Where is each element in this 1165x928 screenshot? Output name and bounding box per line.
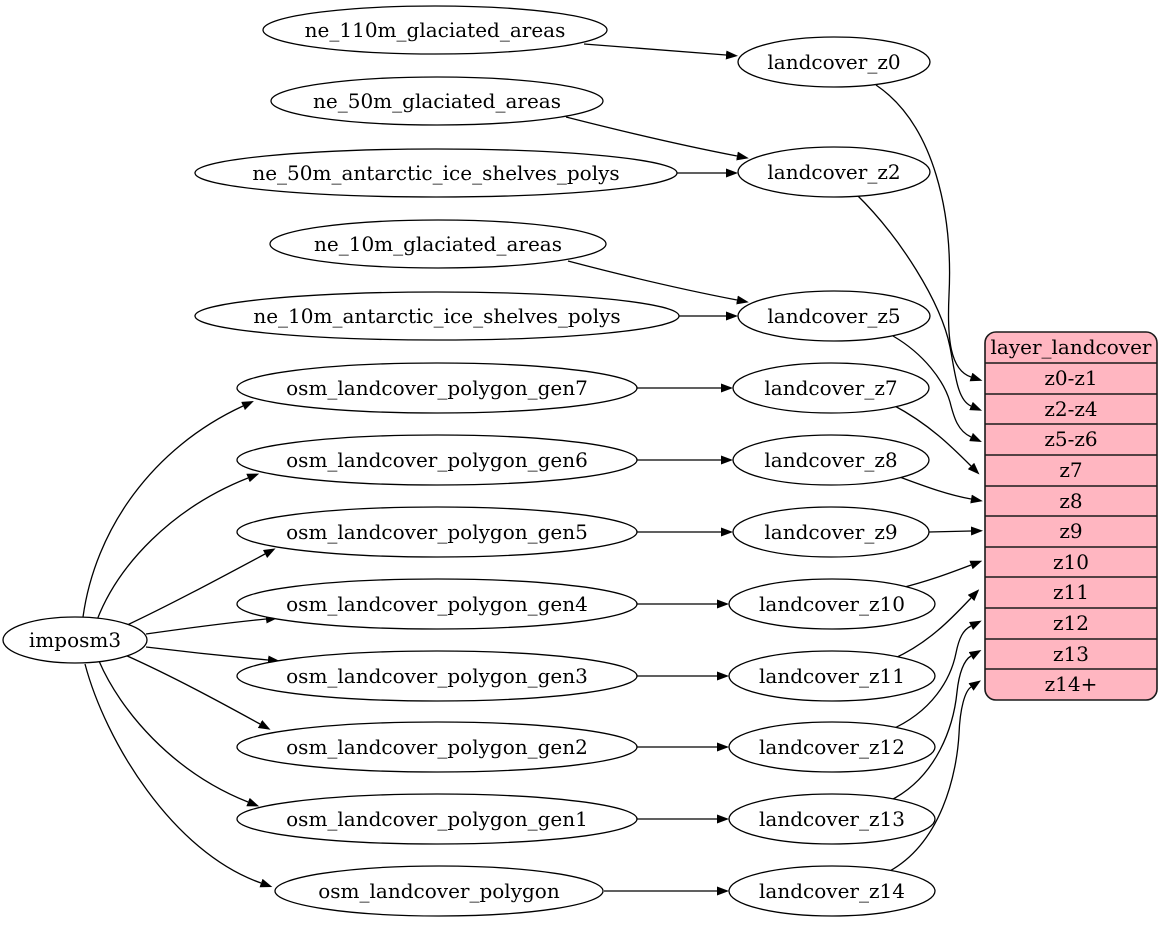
- edge-imposm3-to-gen3: [145, 646, 280, 665]
- table-row-z2-z4: z2-z4: [1044, 397, 1097, 421]
- edge-landcover-z9-to-row-z9: [928, 526, 983, 536]
- node-ne-10m-glaciated-areas-label: ne_10m_glaciated_areas: [314, 232, 562, 256]
- node-osm-landcover-polygon-gen3-label: osm_landcover_polygon_gen3: [286, 664, 588, 688]
- node-osm-landcover-polygon-gen2-label: osm_landcover_polygon_gen2: [286, 735, 588, 759]
- table-row-z13: z13: [1053, 642, 1089, 666]
- edge-landcover-z0-to-row-z0-z1: [875, 84, 983, 382]
- node-imposm3: imposm3: [2, 616, 148, 664]
- node-osm-landcover-polygon-gen1: osm_landcover_polygon_gen1: [236, 793, 638, 845]
- node-osm-landcover-polygon-gen3: osm_landcover_polygon_gen3: [236, 650, 638, 702]
- node-osm-landcover-polygon-label: osm_landcover_polygon: [318, 879, 560, 903]
- node-osm-landcover-polygon: osm_landcover_polygon: [274, 865, 604, 917]
- edge-landcover-z12-to-row-z12: [887, 620, 982, 732]
- table-row-z11: z11: [1053, 580, 1089, 604]
- edge-imposm3-to-gen4: [145, 614, 278, 635]
- node-landcover-z9-label: landcover_z9: [764, 520, 897, 544]
- node-landcover-z12-label: landcover_z12: [759, 735, 905, 759]
- node-landcover-z7: landcover_z7: [732, 362, 930, 414]
- node-ne-10m-antarctic-ice-shelves-polys-label: ne_10m_antarctic_ice_shelves_polys: [253, 304, 620, 328]
- edge-landcover-z14-to-row-z14: [881, 680, 981, 876]
- edge-imposm3-to-gen1: [98, 660, 260, 807]
- node-ne-10m-antarctic-ice-shelves-polys: ne_10m_antarctic_ice_shelves_polys: [194, 291, 680, 341]
- node-landcover-z0: landcover_z0: [737, 36, 931, 88]
- node-ne-50m-glaciated-areas-label: ne_50m_glaciated_areas: [313, 89, 561, 113]
- edge-landcover-z8-to-row-z8: [896, 475, 983, 504]
- node-landcover-z11: landcover_z11: [728, 650, 936, 702]
- edge-imposm3-to-gen7: [82, 400, 254, 618]
- edge-ne-110m-glaciated-to-landcover-z0: [583, 43, 738, 60]
- node-ne-50m-antarctic-ice-shelves-polys: ne_50m_antarctic_ice_shelves_polys: [194, 148, 678, 198]
- node-landcover-z5-label: landcover_z5: [767, 304, 900, 328]
- edge-imposm3-to-gen6: [96, 473, 260, 621]
- node-landcover-z14: landcover_z14: [728, 865, 936, 917]
- node-landcover-z8-label: landcover_z8: [764, 448, 897, 472]
- edge-layer: [82, 43, 983, 896]
- edge-landcover-z2-to-row-z2-z4: [855, 193, 983, 411]
- edge-landcover-z10-to-row-z10: [896, 560, 983, 590]
- node-osm-landcover-polygon-gen7-label: osm_landcover_polygon_gen7: [286, 376, 588, 400]
- node-landcover-z8: landcover_z8: [732, 434, 930, 486]
- edge-imposm3-to-polygon: [84, 663, 273, 888]
- table-row-z10: z10: [1053, 550, 1089, 574]
- table-row-z5-z6: z5-z6: [1044, 427, 1097, 451]
- node-ne-110m-glaciated-areas-label: ne_110m_glaciated_areas: [305, 18, 566, 42]
- table-layer-landcover: layer_landcover z0-z1 z2-z4 z5-z6 z7 z8 …: [984, 331, 1158, 701]
- node-osm-landcover-polygon-gen4-label: osm_landcover_polygon_gen4: [286, 592, 588, 616]
- table-row-z14: z14+: [1045, 672, 1098, 696]
- node-landcover-z10-label: landcover_z10: [759, 592, 905, 616]
- node-layer: imposm3 ne_110m_glaciated_areas ne_50m_g…: [2, 5, 936, 917]
- node-landcover-z9: landcover_z9: [732, 506, 930, 558]
- node-osm-landcover-polygon-gen6: osm_landcover_polygon_gen6: [236, 434, 638, 486]
- node-imposm3-label: imposm3: [29, 628, 121, 652]
- edge-landcover-z7-to-row-z7: [892, 404, 980, 475]
- edge-landcover-z5-to-row-z5-z6: [892, 335, 982, 443]
- node-osm-landcover-polygon-gen2: osm_landcover_polygon_gen2: [236, 721, 638, 773]
- node-landcover-z10: landcover_z10: [728, 578, 936, 630]
- node-ne-50m-antarctic-ice-shelves-polys-label: ne_50m_antarctic_ice_shelves_polys: [252, 161, 619, 185]
- edge-landcover-z11-to-row-z11: [892, 589, 980, 660]
- table-row-z7: z7: [1059, 458, 1082, 482]
- node-landcover-z7-label: landcover_z7: [764, 376, 897, 400]
- node-landcover-z0-label: landcover_z0: [767, 50, 900, 74]
- node-landcover-z12: landcover_z12: [728, 721, 936, 773]
- edge-ne-50m-glaciated-to-landcover-z2: [565, 116, 749, 161]
- table-row-z12: z12: [1053, 611, 1089, 635]
- table-row-z0-z1: z0-z1: [1044, 366, 1097, 390]
- table-row-z8: z8: [1059, 489, 1082, 513]
- node-landcover-z11-label: landcover_z11: [759, 664, 905, 688]
- node-landcover-z13: landcover_z13: [728, 793, 936, 845]
- node-osm-landcover-polygon-gen4: osm_landcover_polygon_gen4: [236, 578, 638, 630]
- node-ne-110m-glaciated-areas: ne_110m_glaciated_areas: [262, 5, 608, 55]
- node-osm-landcover-polygon-gen1-label: osm_landcover_polygon_gen1: [286, 807, 588, 831]
- node-osm-landcover-polygon-gen7: osm_landcover_polygon_gen7: [236, 362, 638, 414]
- node-landcover-z5: landcover_z5: [737, 290, 931, 342]
- node-ne-10m-glaciated-areas: ne_10m_glaciated_areas: [269, 219, 607, 269]
- node-ne-50m-glaciated-areas: ne_50m_glaciated_areas: [270, 76, 604, 126]
- edge-landcover-z13-to-row-z13: [884, 650, 982, 804]
- edge-imposm3-to-gen5: [122, 548, 276, 628]
- node-osm-landcover-polygon-gen5-label: osm_landcover_polygon_gen5: [286, 520, 588, 544]
- node-landcover-z2: landcover_z2: [737, 146, 931, 198]
- table-row-z9: z9: [1059, 519, 1082, 543]
- node-osm-landcover-polygon-gen6-label: osm_landcover_polygon_gen6: [286, 448, 588, 472]
- node-landcover-z2-label: landcover_z2: [767, 160, 900, 184]
- table-title: layer_landcover: [991, 335, 1152, 359]
- edge-imposm3-to-gen2: [124, 654, 271, 730]
- edge-ne-10m-glaciated-to-landcover-z5: [567, 260, 749, 305]
- node-landcover-z14-label: landcover_z14: [759, 879, 905, 903]
- node-landcover-z13-label: landcover_z13: [759, 807, 905, 831]
- node-osm-landcover-polygon-gen5: osm_landcover_polygon_gen5: [236, 506, 638, 558]
